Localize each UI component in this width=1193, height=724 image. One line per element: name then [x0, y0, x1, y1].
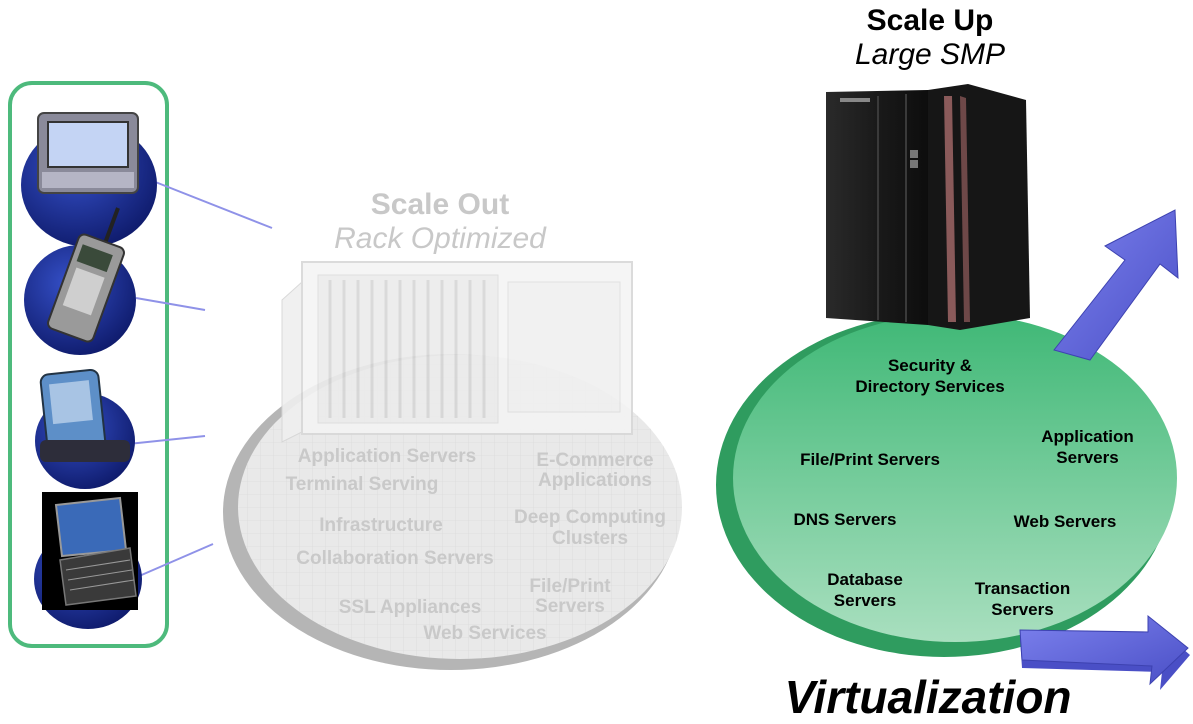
scale-up-security-2: Directory Services — [855, 377, 1005, 396]
scale-up-title: Scale Up — [866, 4, 994, 37]
scale-up-application-2: Servers — [1056, 448, 1119, 467]
scale-up-transaction-2: Servers — [991, 600, 1054, 619]
scale-up-dns: DNS Servers — [793, 510, 897, 529]
device-tablet-pc-icon — [34, 492, 142, 629]
scale-out-deep-computing-2: Clusters — [551, 528, 629, 549]
scale-up-database-1: Database — [827, 570, 903, 589]
devices-panel — [8, 81, 169, 648]
virtualization-arrow — [1019, 614, 1190, 690]
device-pda-icon — [35, 368, 135, 489]
scale-up-arrow — [1053, 209, 1179, 361]
scale-out-fileprint-2: Servers — [535, 596, 605, 617]
scale-out-collaboration: Collaboration Servers — [296, 548, 494, 569]
scale-up-web: Web Servers — [1013, 512, 1117, 531]
scale-up-security-1: Security & — [887, 356, 973, 375]
scale-up-ellipse — [716, 313, 1177, 657]
large-smp-server-image — [826, 84, 1030, 330]
scale-up-fileprint: File/Print Servers — [800, 450, 940, 469]
scale-out-ecommerce-1: E-Commerce — [536, 450, 654, 471]
device-mobile-phone-icon — [24, 207, 136, 355]
scale-out-app-servers: Application Servers — [297, 446, 477, 467]
virtualization-label: Virtualization — [784, 671, 1072, 723]
device-laptop-icon — [21, 112, 157, 247]
scale-out-terminal-serving: Terminal Serving — [285, 474, 439, 495]
scale-up-database-2: Servers — [833, 591, 897, 610]
scale-out-ssl-appliances: SSL Appliances — [338, 597, 482, 618]
scale-out-web-services: Web Services — [423, 623, 547, 644]
scale-out-ecommerce-2: Applications — [537, 470, 652, 491]
scale-out-fileprint-1: File/Print — [529, 576, 611, 597]
scale-out-title: Scale Out — [370, 188, 510, 221]
scale-out-infrastructure: Infrastructure — [319, 515, 443, 536]
scale-up-transaction-1: Transaction — [974, 579, 1071, 598]
scale-out-deep-computing-1: Deep Computing — [514, 507, 666, 528]
blade-chassis-image — [281, 261, 633, 443]
scale-out-subtitle: Rack Optimized — [334, 222, 546, 255]
device-connectors — [117, 171, 273, 581]
scale-up-subtitle: Large SMP — [854, 38, 1006, 71]
scale-up-application-1: Application — [1041, 427, 1134, 446]
